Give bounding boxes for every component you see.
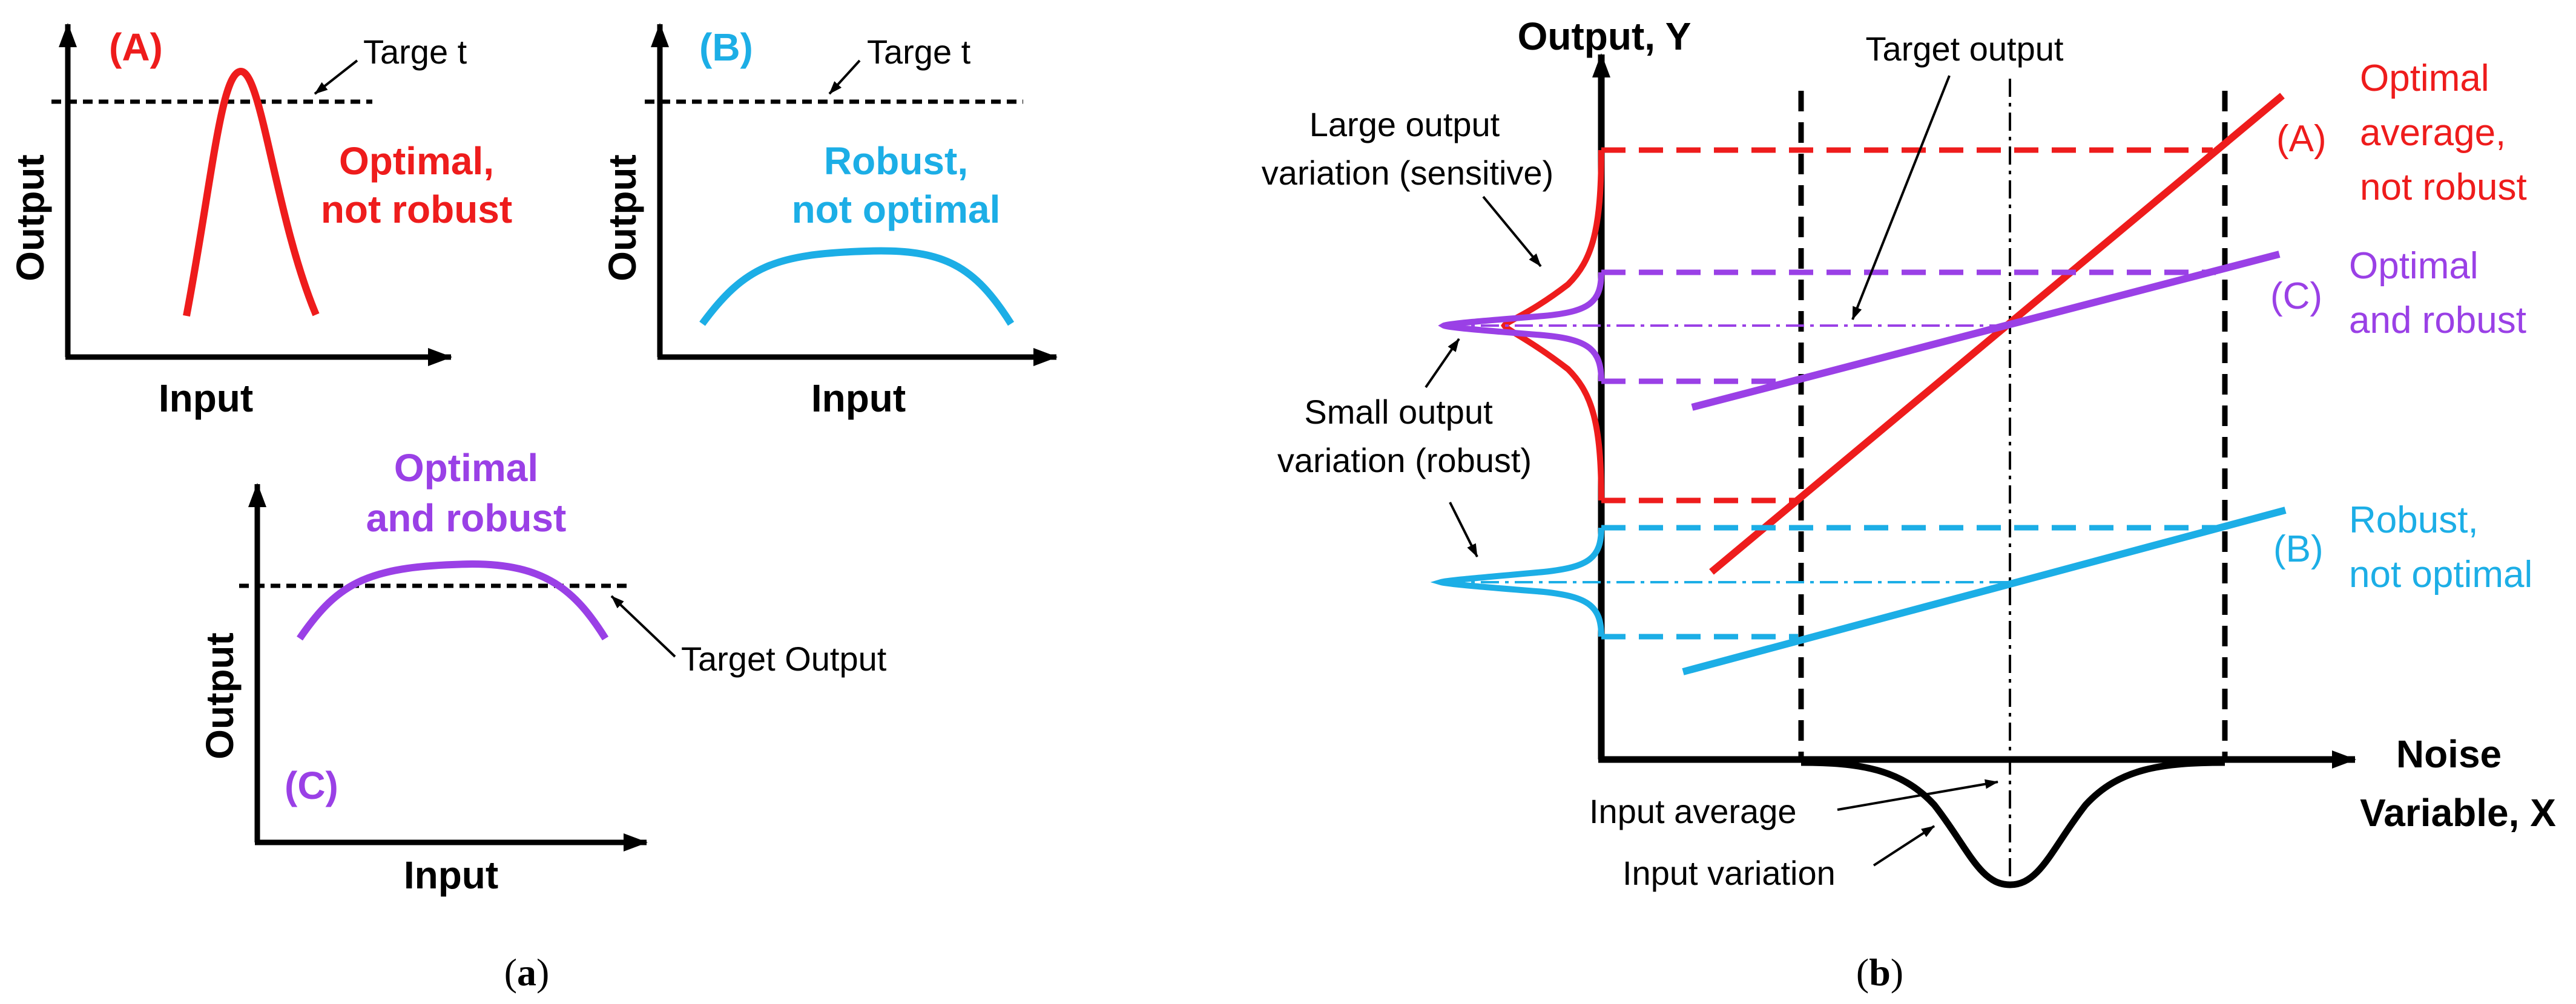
- line-b-tag: (B): [2273, 528, 2324, 570]
- line-b-text-1: Robust,: [2349, 499, 2479, 541]
- panel-b: Output, Y Noise Variable, X (A) Optimal …: [1262, 15, 2556, 994]
- target-output-arrow: [1851, 75, 1951, 320]
- plot-c-annotation-arrow: [610, 595, 676, 658]
- plot-a-y-label: Output: [8, 154, 52, 281]
- target-output-label: Target output: [1866, 30, 2064, 68]
- plot-a-annotation-arrow: [314, 59, 358, 95]
- plot-b-description-line2: not optimal: [792, 188, 1001, 231]
- plot-a-x-label: Input: [159, 376, 253, 420]
- line-a-text-2: average,: [2360, 112, 2506, 154]
- plot-b: (B) Input Output Targe t Robust, not opt…: [601, 23, 1058, 420]
- plot-c-x-label: Input: [404, 853, 498, 897]
- plot-b-x-label: Input: [811, 376, 906, 420]
- plot-b-tag: (B): [699, 25, 753, 69]
- line-a-tag: (A): [2276, 118, 2327, 160]
- plot-a-description-line2: not robust: [321, 188, 512, 231]
- plot-c-description-line2: and robust: [366, 496, 567, 540]
- line-a-output-distribution: [1501, 149, 1604, 501]
- large-variation-label-line1: Large output: [1309, 105, 1500, 143]
- line-a-text-3: not robust: [2360, 166, 2527, 208]
- plot-c-tag: (C): [285, 764, 338, 807]
- small-variation-label-line2: variation (robust): [1277, 441, 1532, 479]
- plot-a: (A) Input Output Targe t Optimal, not ro…: [8, 23, 512, 420]
- line-a: (A) Optimal average, not robust: [1501, 57, 2527, 575]
- line-c-text-2: and robust: [2349, 300, 2526, 341]
- panel-b-caption: (b): [1856, 951, 1903, 994]
- panel-a-caption: (a): [504, 951, 550, 994]
- input-variation-label: Input variation: [1622, 854, 1836, 892]
- line-c-text-1: Optimal: [2349, 245, 2479, 287]
- line-b-text-2: not optimal: [2349, 554, 2532, 596]
- small-variation-arrow-up: [1425, 338, 1460, 389]
- plot-b-description-line1: Robust,: [824, 139, 968, 183]
- large-variation-label-line2: variation (sensitive): [1262, 154, 1553, 192]
- line-c: (C) Optimal and robust: [1438, 245, 2526, 411]
- input-average-arrow: [1837, 779, 1998, 811]
- small-variation-arrow-down: [1449, 502, 1478, 557]
- plot-b-annotation: Targe t: [867, 33, 971, 71]
- line-c-output-distribution: [1438, 272, 1604, 382]
- plot-b-curve: [699, 247, 1015, 326]
- x-axis-label-line1: Noise: [2396, 732, 2502, 776]
- plot-c-y-label: Output: [198, 632, 242, 760]
- plot-a-annotation: Targe t: [363, 33, 467, 71]
- plot-b-y-label: Output: [601, 154, 644, 281]
- line-b: (B) Robust, not optimal: [1430, 499, 2532, 675]
- plot-a-curve: [183, 67, 320, 317]
- panel-a: (A) Input Output Targe t Optimal, not ro…: [8, 23, 1058, 994]
- line-b-response: [1682, 507, 2287, 675]
- line-c-response: [1691, 251, 2281, 411]
- plot-a-tag: (A): [109, 25, 163, 69]
- input-average-label: Input average: [1589, 792, 1796, 830]
- plot-c-annotation: Target Output: [681, 640, 887, 678]
- large-variation-arrow: [1482, 195, 1542, 267]
- line-b-output-distribution: [1430, 527, 1604, 637]
- input-variation-curve: [1800, 759, 2225, 888]
- plot-c-curve: [297, 560, 609, 641]
- line-a-text-1: Optimal: [2360, 57, 2489, 99]
- line-c-tag: (C): [2270, 275, 2322, 317]
- plot-c: (C) Input Output Target Output Optimal a…: [198, 446, 887, 897]
- line-a-response: [1709, 93, 2285, 575]
- input-variation-arrow: [1873, 825, 1935, 867]
- x-axis-label-line2: Variable, X: [2360, 791, 2556, 835]
- plot-c-description-line1: Optimal: [394, 446, 538, 490]
- plot-a-description-line1: Optimal,: [339, 139, 494, 183]
- y-axis-label: Output, Y: [1518, 15, 1692, 58]
- small-variation-label-line1: Small output: [1304, 393, 1493, 431]
- plot-b-annotation-arrow: [828, 59, 861, 95]
